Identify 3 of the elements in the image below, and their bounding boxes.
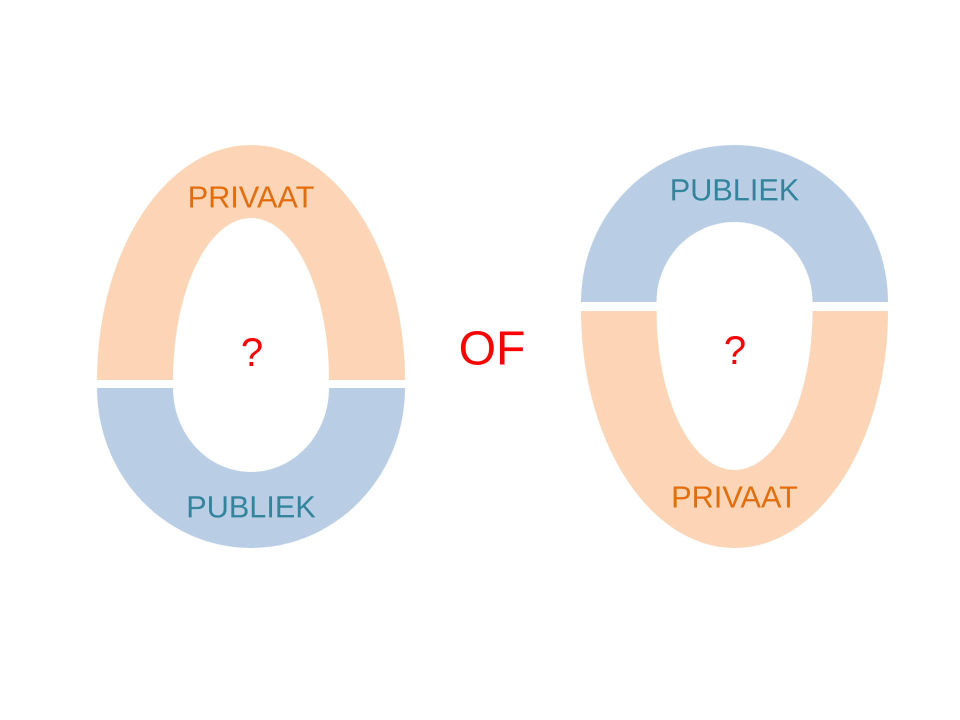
question-mark: ? xyxy=(726,336,745,364)
question-mark: ? xyxy=(242,338,262,366)
or-label: OF xyxy=(460,331,524,365)
